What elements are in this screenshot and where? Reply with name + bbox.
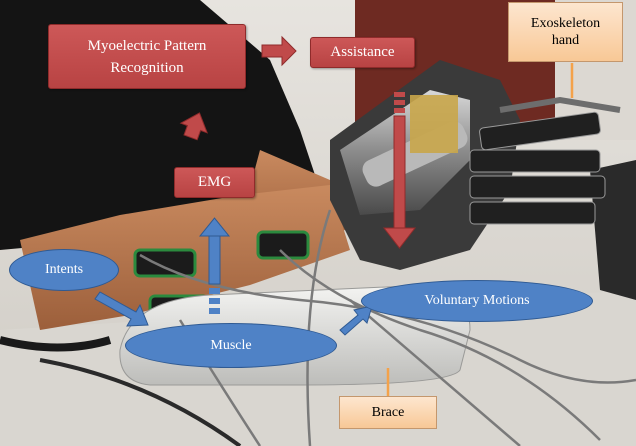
brace-label: Brace (371, 405, 405, 420)
exoskeleton-hand-box: Exoskeleton hand (508, 2, 623, 62)
assistance-label: Assistance (330, 44, 395, 60)
voluntary-motions-label: Voluntary Motions (424, 293, 530, 308)
pattern-recognition-box: Myoelectric Pattern Recognition (48, 24, 246, 89)
intents-label: Intents (44, 262, 84, 277)
assistance-box: Assistance (310, 37, 415, 68)
pattern-recognition-label: Myoelectric Pattern Recognition (87, 37, 207, 76)
intents-ellipse: Intents (9, 249, 119, 291)
brace-box: Brace (339, 396, 437, 429)
exoskeleton-hand-label: Exoskeleton hand (530, 16, 601, 48)
emg-box: EMG (174, 167, 255, 198)
muscle-ellipse: Muscle (125, 323, 337, 368)
voluntary-motions-ellipse: Voluntary Motions (361, 280, 593, 322)
emg-label: EMG (197, 174, 232, 190)
muscle-label: Muscle (210, 337, 252, 353)
